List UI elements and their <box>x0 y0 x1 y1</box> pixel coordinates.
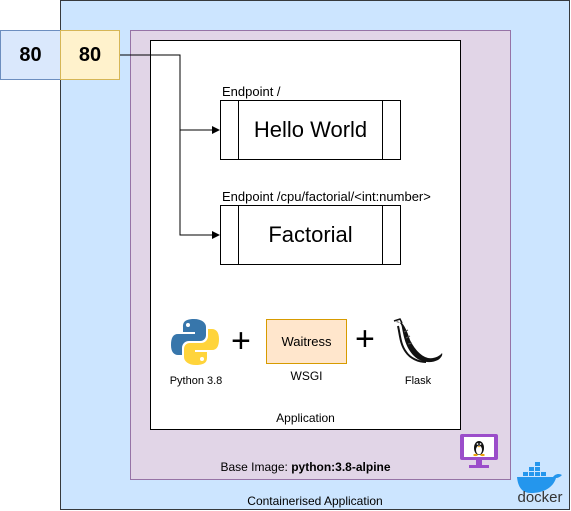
flask-logo-icon <box>393 318 443 363</box>
plus-sign-1: + <box>231 322 251 360</box>
python-logo-icon <box>171 319 219 365</box>
application-label: Application <box>276 411 335 425</box>
linux-vm-icon <box>460 434 498 468</box>
factorial-process: Factorial <box>220 205 401 265</box>
base-image-prefix: Base Image: <box>220 460 292 474</box>
waitress-label: Waitress <box>281 334 332 349</box>
waitress-box: Waitress <box>266 319 347 364</box>
endpoint-factorial-label: Endpoint /cpu/factorial/<int:number> <box>222 189 431 204</box>
docker-label: docker <box>517 489 563 506</box>
base-image-label: Base Image: python:3.8-alpine <box>130 460 481 474</box>
endpoint-root-label: Endpoint / <box>222 84 281 99</box>
container-port: 80 <box>60 30 120 80</box>
arrow-to-factorial <box>120 54 220 239</box>
factorial-text: Factorial <box>268 222 353 247</box>
hello-world-process: Hello World <box>220 100 401 160</box>
docker-whale-icon <box>517 462 562 493</box>
wsgi-label: WSGI <box>290 369 323 383</box>
flask-label: Flask <box>404 375 432 387</box>
hello-world-text: Hello World <box>253 117 368 142</box>
base-image-name: python:3.8-alpine <box>291 460 391 474</box>
containerised-application-label: Containerised Application <box>247 494 383 508</box>
plus-sign-2: + <box>355 320 375 358</box>
arrow-to-hello-world <box>120 54 220 134</box>
python-label: Python 3.8 <box>169 375 223 387</box>
